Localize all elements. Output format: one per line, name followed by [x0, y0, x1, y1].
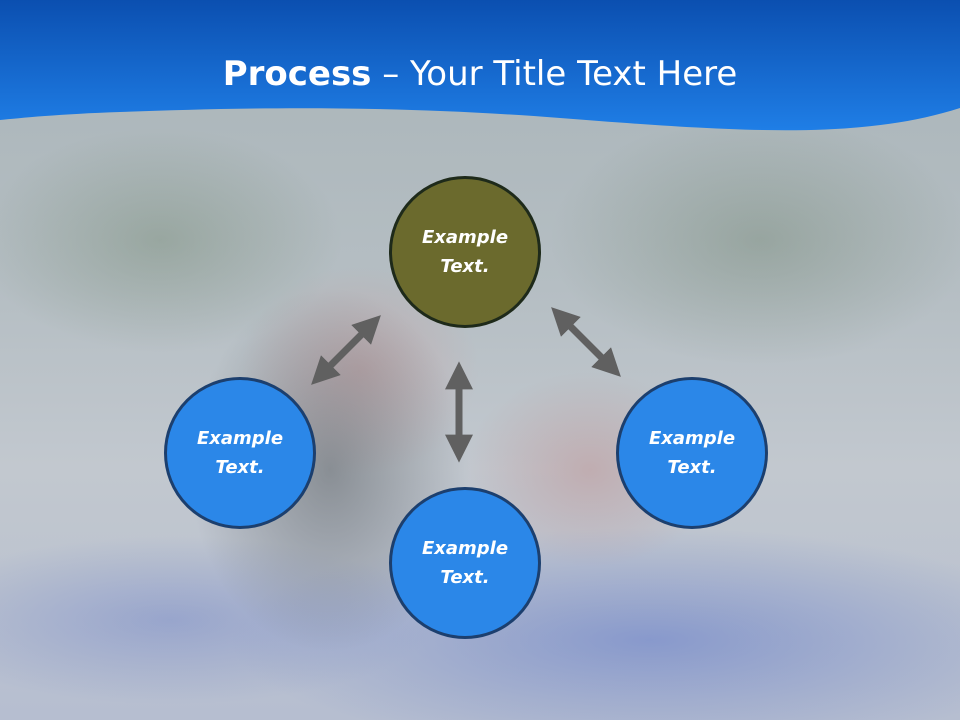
node-bottom-line1: Example [421, 538, 509, 559]
node-bottom-line2: Text. [440, 567, 490, 588]
node-left-line1: Example [196, 428, 284, 449]
arrow-top-right-icon [551, 307, 621, 377]
arrow-top-left-icon [311, 315, 381, 385]
process-node-right[interactable]: Example Text. [616, 377, 768, 529]
header-banner [0, 0, 960, 131]
process-node-bottom[interactable]: Example Text. [389, 487, 541, 639]
node-right-line2: Text. [667, 457, 717, 478]
process-node-top[interactable]: Example Text. [389, 176, 541, 328]
title-bold-part: Process [222, 54, 372, 94]
slide-title: Process – Your Title Text Here [0, 52, 960, 96]
node-right-line1: Example [648, 428, 736, 449]
node-top-line2: Text. [440, 256, 490, 277]
title-rest-part: – Your Title Text Here [371, 54, 738, 94]
process-node-left[interactable]: Example Text. [164, 377, 316, 529]
node-top-line1: Example [421, 227, 509, 248]
node-left-line2: Text. [215, 457, 265, 478]
